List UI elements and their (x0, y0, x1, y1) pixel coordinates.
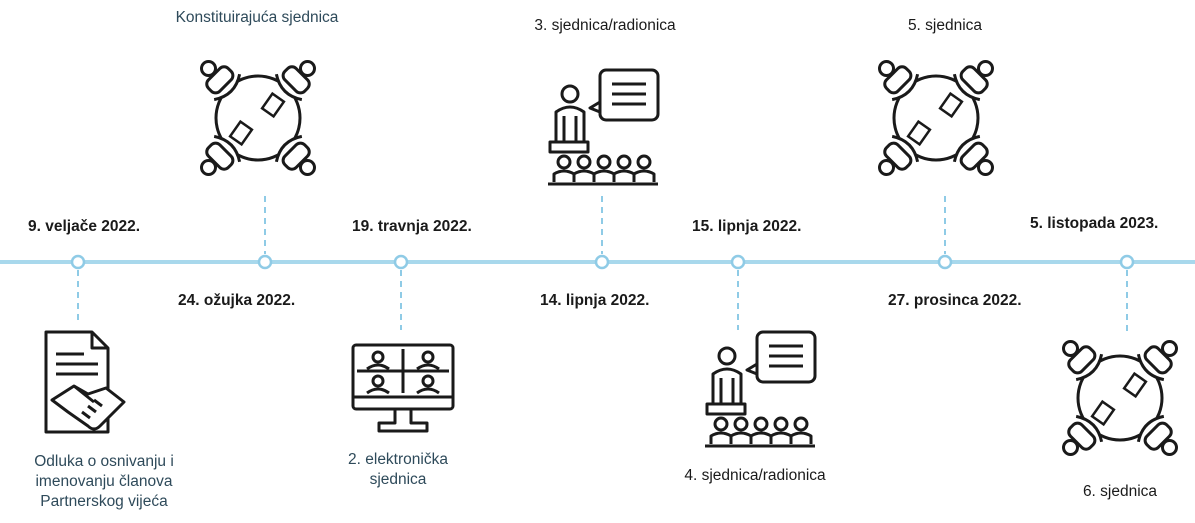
event-date-6: 27. prosinca 2022. (888, 292, 1022, 309)
event-caption-5: 4. sjednica/radionica (684, 467, 826, 484)
event-date-5: 15. lipnja 2022. (692, 218, 802, 235)
handshake-document-icon (44, 330, 126, 434)
event-caption-6: 5. sjednica (907, 17, 983, 34)
video-conference-icon (351, 343, 455, 433)
presentation-audience-icon-2 (703, 330, 817, 448)
event-date-3: 19. travnja 2022. (352, 218, 472, 235)
timeline-node-3 (393, 254, 409, 270)
event-caption-1: Odluka o osnivanju i imenovanju članova … (34, 453, 174, 511)
timeline-node-4 (594, 254, 610, 270)
nodes (70, 254, 1135, 270)
event-caption-4: 3. sjednica/radionica (534, 17, 676, 34)
event-date-1: 9. veljače 2022. (28, 218, 141, 235)
timeline-node-1 (70, 254, 86, 270)
event-caption-3: 2. elektronička sjednica (348, 451, 448, 489)
event-date-7: 5. listopada 2023. (1030, 215, 1159, 232)
timeline-node-2 (257, 254, 273, 270)
round-table-meeting-icon-2 (867, 49, 1005, 187)
event-caption-7: 6. sjednica (1082, 483, 1158, 500)
event-date-4: 14. lipnja 2022. (540, 292, 650, 309)
round-table-meeting-icon-3 (1051, 329, 1189, 467)
event-date-2: 24. ožujka 2022. (178, 292, 296, 309)
timeline-node-7 (1119, 254, 1135, 270)
timeline-node-5 (730, 254, 746, 270)
connectors (77, 196, 1128, 335)
round-table-meeting-icon (189, 49, 327, 187)
presentation-audience-icon (546, 68, 660, 186)
event-caption-2: Konstituirajuća sjednica (175, 9, 339, 26)
timeline-node-6 (937, 254, 953, 270)
